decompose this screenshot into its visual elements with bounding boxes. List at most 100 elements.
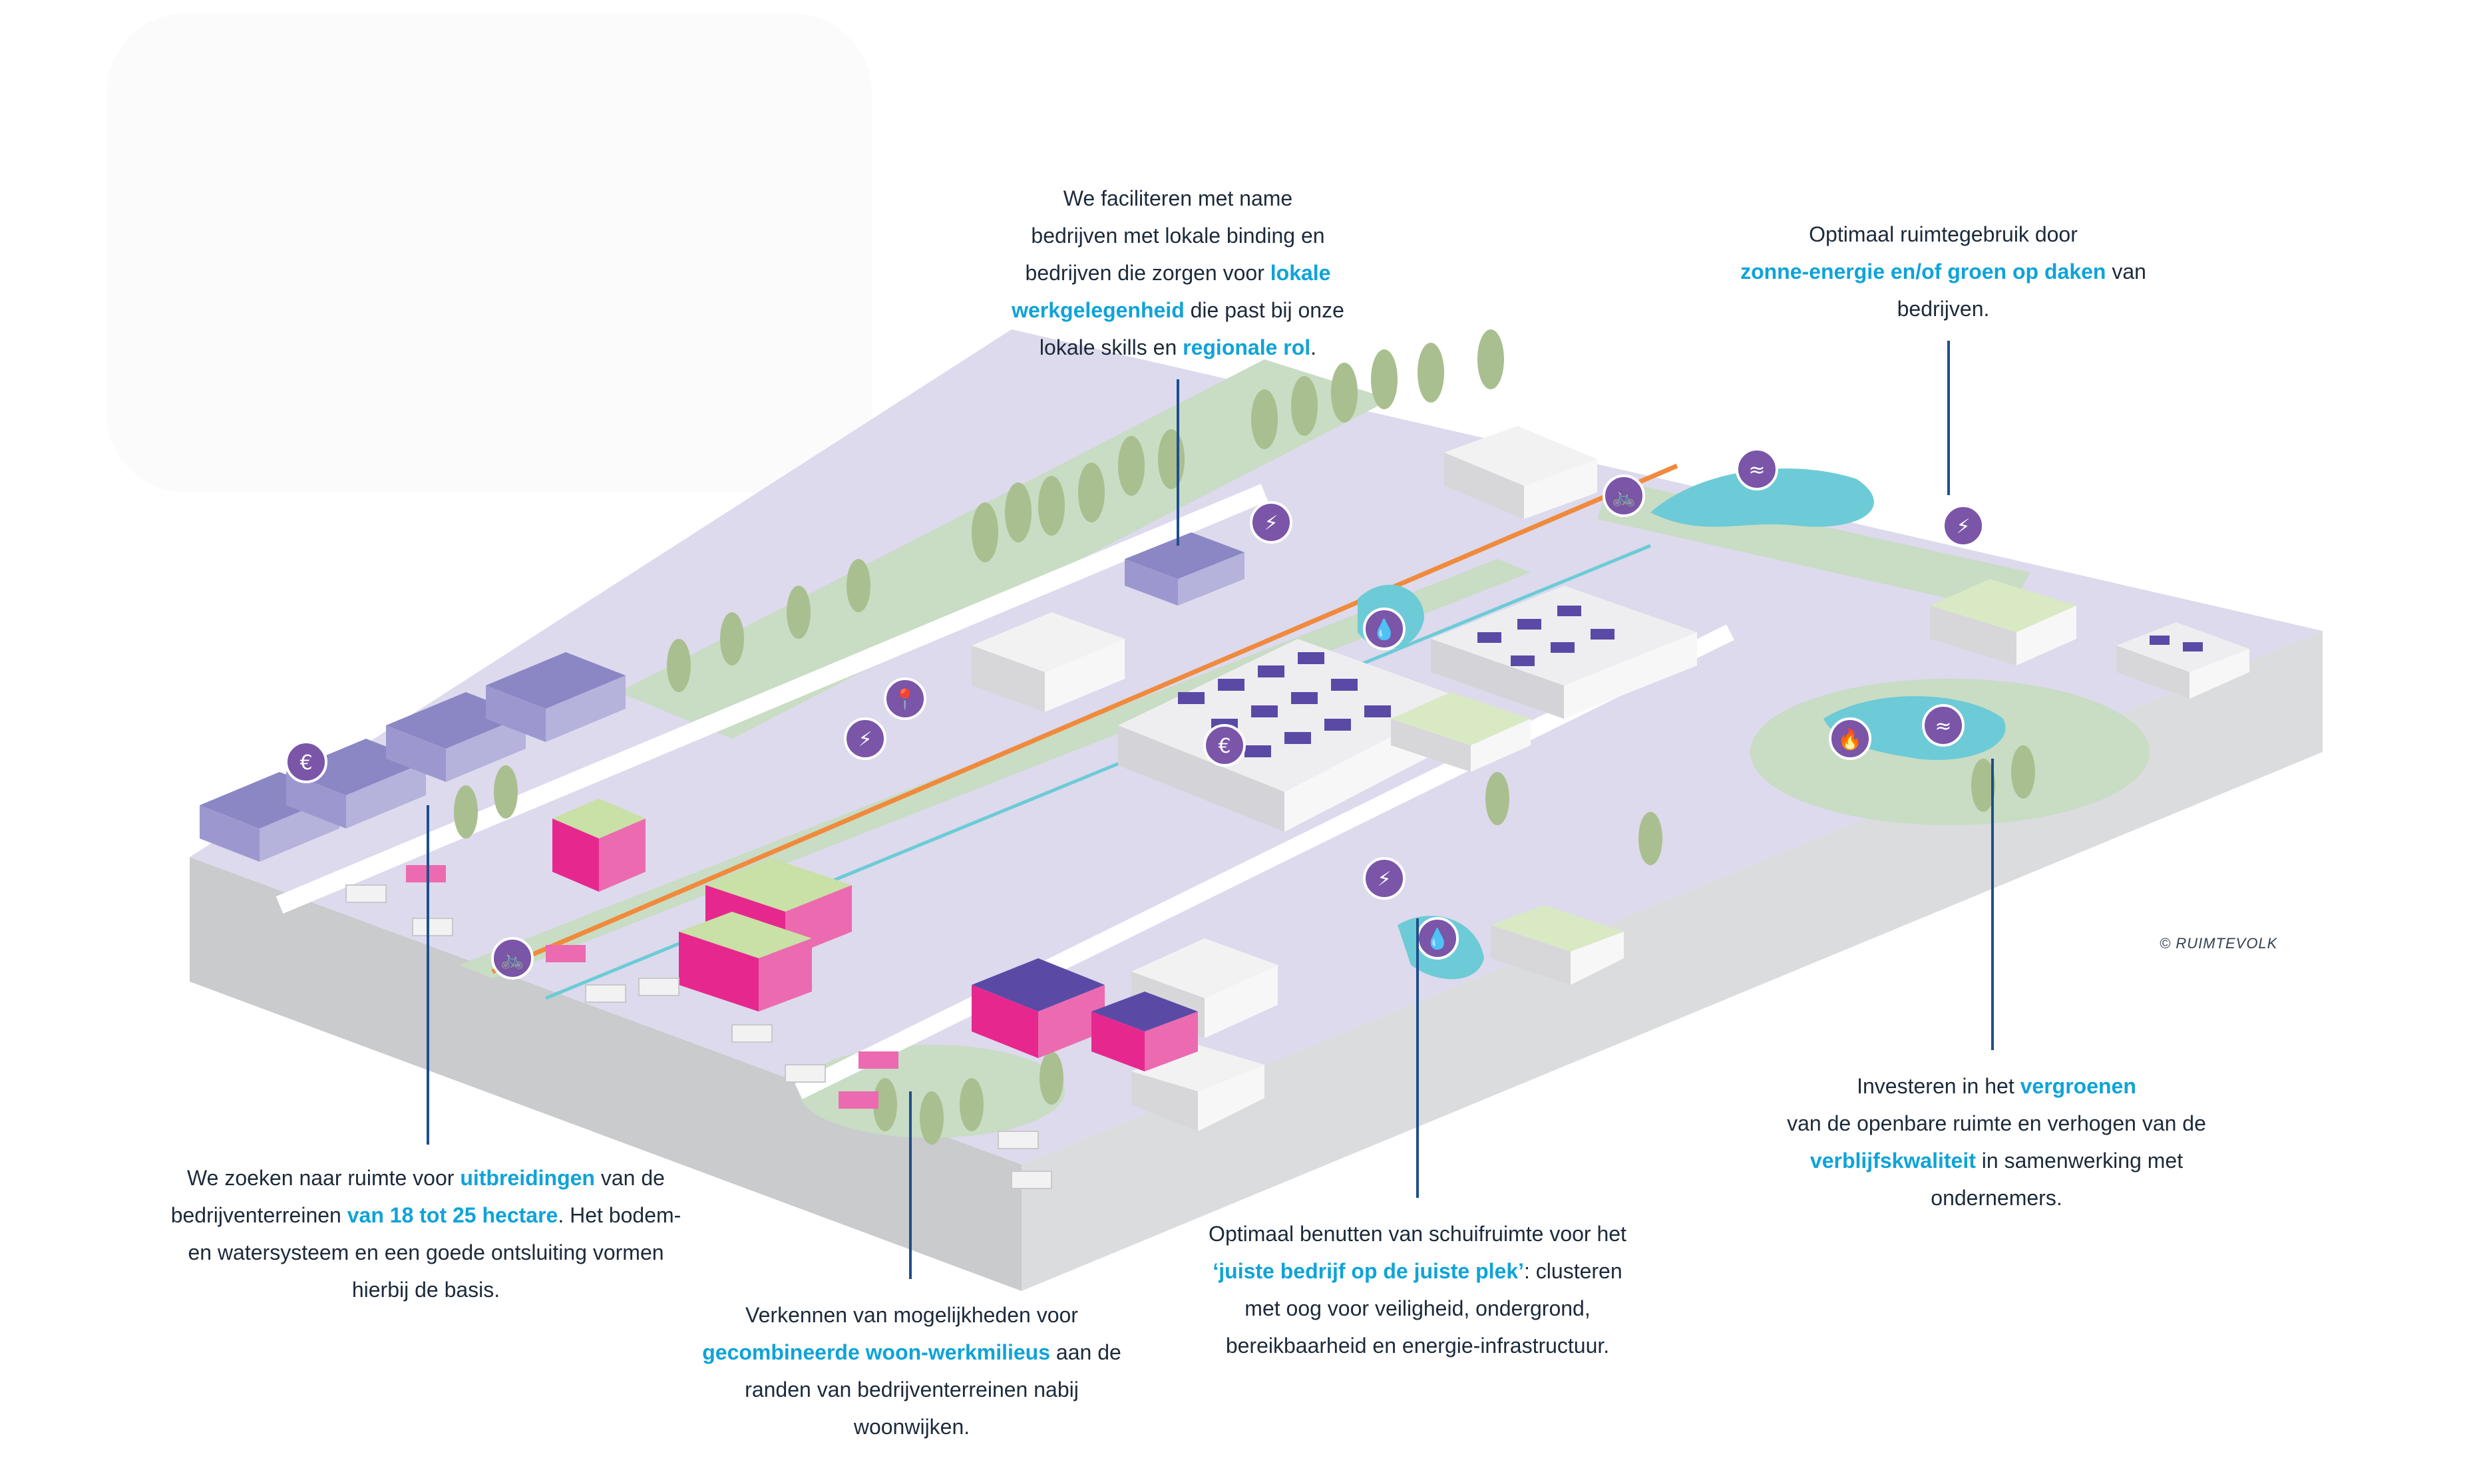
water-drop-icon: 💧 [1372, 618, 1396, 642]
annotation-text: ondernemers. [1931, 1186, 2062, 1210]
building-mixed-use-pink-3 [679, 912, 812, 1012]
location-pin-icon-badge [884, 677, 926, 720]
annotation-text: hierbij de basis. [351, 1278, 500, 1302]
water-waves-icon: ≈ [1935, 715, 1951, 738]
annotation-text: in samenwerking met [1975, 1149, 2184, 1173]
leader-line-right-place [1416, 918, 1419, 1198]
road-grey [276, 484, 1268, 914]
bicycle-icon-badge [1603, 474, 1645, 517]
blank-card-background [106, 13, 872, 492]
lightning-icon: ⚡ [858, 728, 872, 751]
building-green-roof-south [1491, 905, 1624, 985]
annotation-text: met oog voor veiligheid, ondergrond, [1244, 1296, 1591, 1320]
buildings [200, 426, 2249, 1189]
highlighted-text: uitbreidingen [460, 1166, 595, 1190]
highlighted-text: ‘juiste bedrijf op de juiste plek’ [1213, 1259, 1524, 1283]
annotation-text: aan de [1050, 1340, 1121, 1364]
trees [454, 329, 2035, 1145]
highlighted-text: verblijfskwaliteit [1809, 1149, 1976, 1173]
bicycle-icon-badge [491, 937, 534, 980]
euro-icon-badge [285, 741, 327, 783]
highlighted-text: werkgelegenheid [1012, 298, 1185, 322]
leader-line-live-work [909, 1091, 912, 1279]
building-white-center [972, 612, 1125, 712]
lightning-icon: ⚡ [1377, 868, 1391, 891]
annotation-text: randen van bedrijventerreinen nabij [745, 1378, 1079, 1401]
houses-white-small [345, 884, 1052, 1189]
leader-line-greening [1991, 759, 1994, 1050]
annotation-text: en watersysteem en een goede ontsluiting… [188, 1240, 664, 1264]
building-solar-east [2116, 622, 2249, 699]
building-purple-north [1125, 532, 1244, 606]
lightning-icon-badge [1363, 857, 1406, 900]
highlighted-text: zonne-energie en/of groen op daken [1740, 260, 2106, 283]
annotation-text: Investeren in het [1857, 1074, 2020, 1098]
euro-icon-badge [1203, 724, 1246, 767]
location-pin-icon: 📍 [892, 687, 917, 711]
lightning-icon-badge [1942, 504, 1985, 547]
base-slab-left-face [190, 857, 1022, 1291]
main-road-orange [491, 463, 1678, 974]
copyright-credit: © RUIMTEVOLK [2160, 935, 2278, 952]
houses-pink-small [406, 865, 898, 1109]
annotation-text: bedrijven die zorgen voor [1025, 261, 1270, 285]
highlighted-text: gecombineerde woon-werkmilieus [702, 1340, 1051, 1364]
leader-line-local-business [1177, 379, 1179, 546]
annotation-text: Optimaal ruimtegebruik door [1809, 222, 2078, 246]
lightning-icon-badge [1250, 501, 1292, 544]
euro-icon: € [299, 751, 312, 775]
annotation-text: woonwijken. [853, 1415, 970, 1439]
annotation-text: We faciliteren met name [1063, 186, 1293, 210]
annotation-text: bedrijven met lokale binding en [1031, 224, 1325, 248]
building-solar-4 [486, 652, 626, 742]
euro-icon: € [1218, 735, 1231, 758]
annotation-right-place: Optimaal benutten van schuifruimte voor … [1158, 1215, 1677, 1364]
highlighted-text: regionale rol [1183, 335, 1311, 359]
lightning-icon-badge [844, 717, 886, 760]
annotation-text: We zoeken naar ruimte voor [187, 1166, 461, 1190]
fire-icon-badge [1829, 717, 1871, 760]
annotation-text: van de [594, 1166, 665, 1190]
annotation-text: Verkennen van mogelijkheden voor [745, 1303, 1078, 1327]
annotation-solar-roofs: Optimaal ruimtegebruik door zonne-energie… [1704, 216, 2183, 327]
annotation-text: bereikbaarheid en energie-infrastructuur… [1225, 1334, 1610, 1358]
annotation-text: van [2106, 260, 2146, 283]
water-waves-icon: ≈ [1748, 459, 1765, 482]
water-waves-icon-badge [1922, 704, 1965, 747]
annotation-text: . [1310, 335, 1317, 359]
lightning-icon: ⚡ [1956, 515, 1970, 538]
building-solar-northcenter [1431, 586, 1697, 719]
annotation-text: van de openbare ruimte en verhogen van d… [1787, 1111, 2206, 1135]
building-mixed-use-pink-1 [552, 799, 646, 892]
building-mixed-use-pink-4 [972, 958, 1105, 1058]
building-green-roof-center [1391, 692, 1531, 772]
water-drop-icon-badge [1363, 608, 1406, 650]
annotation-text: Optimaal benutten van schuifruimte voor … [1209, 1222, 1626, 1246]
highlighted-text: vergroenen [2020, 1074, 2136, 1098]
building-green-roof-east [1930, 579, 2076, 665]
green-strip-north [619, 359, 1391, 739]
annotation-text: bedrijven. [1897, 297, 1990, 321]
icon-badges: €€⚡⚡⚡⚡💧💧≈≈🚲🚲🔥📍 [285, 448, 1985, 980]
leader-line-solar-roofs [1947, 341, 1950, 495]
water-waves-icon-badge [1736, 448, 1778, 490]
annotation-expansion: We zoeken naar ruimte voor uitbreidingen… [153, 1159, 699, 1308]
annotation-text: . Het bodem- [558, 1203, 681, 1227]
annotation-text: lokale skills en [1039, 335, 1183, 359]
water-pond-northeast [1650, 468, 1874, 527]
water-drop-icon: 💧 [1425, 927, 1449, 951]
building-white-southeast [1131, 1045, 1264, 1131]
annotation-text: die past bij onze [1184, 298, 1344, 322]
annotation-live-work: Verkennen van mogelijkheden voor gecombin… [666, 1296, 1158, 1445]
annotation-greening: Investeren in het vergroenen van de openb… [1744, 1067, 2249, 1216]
lightning-icon: ⚡ [1264, 512, 1278, 535]
highlighted-text: van 18 tot 25 hectare [347, 1203, 558, 1227]
leader-line-expansion [427, 805, 429, 1145]
building-mixed-use-pink-5 [1091, 992, 1198, 1071]
bicycle-icon: 🚲 [1611, 485, 1636, 508]
annotation-text: : clusteren [1524, 1259, 1622, 1283]
annotation-text: bedrijventerreinen [170, 1203, 347, 1227]
building-white-north [1444, 426, 1597, 519]
highlighted-text: lokale [1270, 261, 1331, 285]
